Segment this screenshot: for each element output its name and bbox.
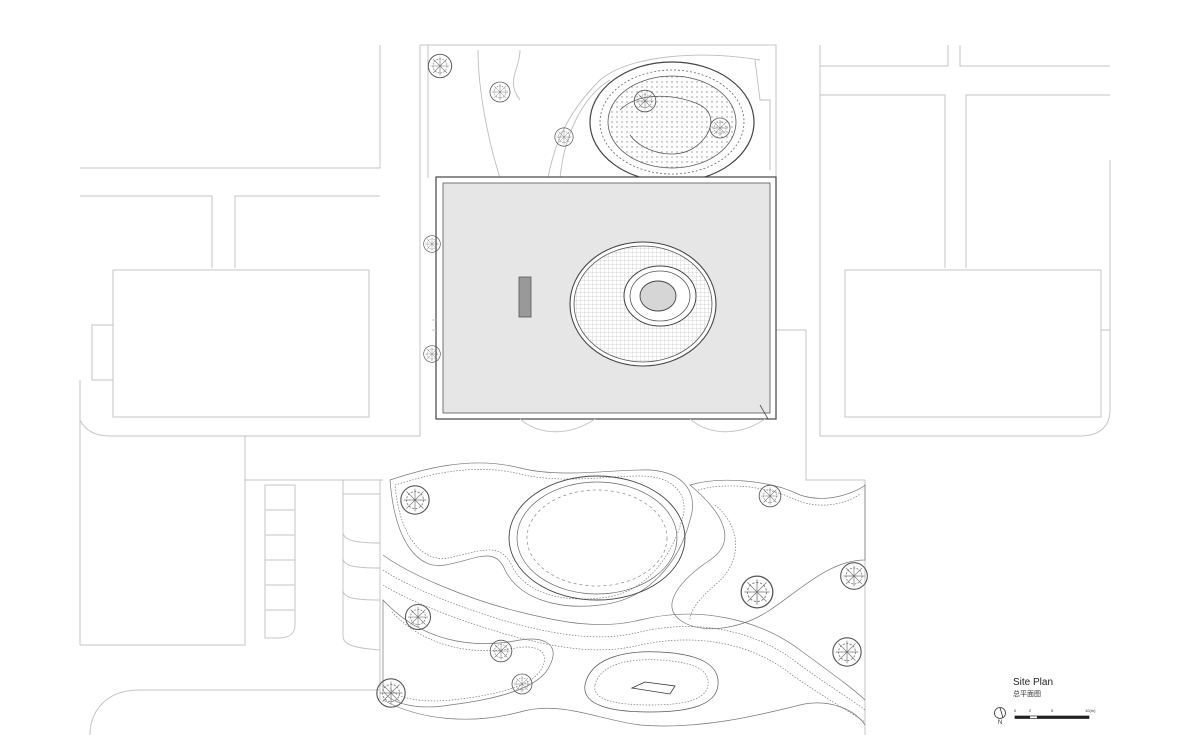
south-landscape: [382, 462, 866, 727]
perimeter-paths: [432, 319, 766, 433]
tree-icon: [376, 678, 406, 708]
scale-tick-5: 5: [1051, 708, 1054, 713]
north-arrow-icon: [994, 707, 1006, 719]
tree-icon: [489, 639, 513, 663]
tree-icon: [840, 562, 868, 590]
north-garden: [477, 49, 771, 179]
legend-title: Site Plan: [1013, 677, 1054, 688]
tree-icon: [427, 53, 453, 79]
scale-tick-2: 2: [1029, 708, 1032, 713]
tree-icon: [740, 575, 774, 609]
tree-icon: [423, 345, 441, 363]
tree-icon: [758, 484, 782, 508]
tree-icon: [511, 673, 533, 695]
scale-tick-0: 0: [1014, 708, 1017, 713]
tree-icon: [633, 89, 657, 113]
context-lines: [79, 44, 1111, 736]
legend-subtitle: 总平面图: [1013, 690, 1041, 698]
scale-bar-icon: [1014, 715, 1090, 719]
scale-tick-10: 10(m): [1085, 708, 1096, 713]
tree-icon: [400, 485, 430, 515]
tree-icon: [405, 604, 431, 630]
tree-icon: [554, 127, 574, 147]
north-label: N: [998, 720, 1003, 726]
tree-icon: [832, 637, 862, 667]
tree-icon: [709, 117, 731, 139]
sunken-garden: [589, 61, 755, 183]
tree-icon: [489, 81, 511, 103]
main-building-roof: [435, 176, 777, 420]
tree-icon: [423, 235, 441, 253]
